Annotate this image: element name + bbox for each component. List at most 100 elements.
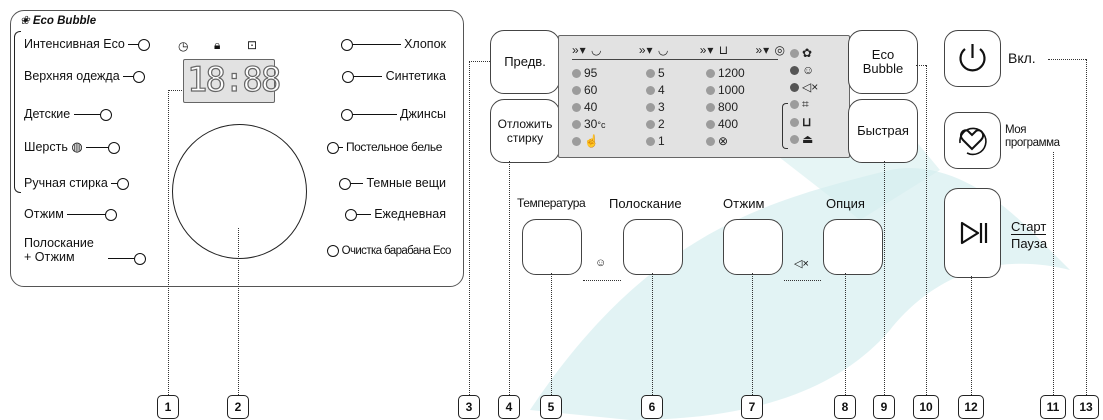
program-bedding[interactable]: Постельное белье bbox=[327, 140, 442, 154]
program-daily[interactable]: Ежедневная bbox=[344, 207, 446, 221]
program-synthetics[interactable]: Синтетика bbox=[342, 69, 446, 83]
program-kids[interactable]: Детские bbox=[24, 107, 112, 121]
callout-2: 2 bbox=[227, 395, 249, 419]
display-digits: 18:88 bbox=[186, 60, 282, 100]
program-dial[interactable] bbox=[172, 124, 307, 259]
temp-60: 60 bbox=[572, 84, 597, 97]
program-hand-wash[interactable]: Ручная стирка bbox=[24, 176, 130, 190]
time-display bbox=[183, 59, 275, 103]
callout-line-5 bbox=[551, 273, 552, 395]
lock-icon: 🔒︎ bbox=[214, 38, 221, 52]
callout-3: 3 bbox=[458, 395, 480, 419]
program-indicator bbox=[134, 252, 146, 265]
callout-line-10 bbox=[926, 65, 927, 395]
iron-option: ⏏ bbox=[790, 133, 813, 146]
callout-line-12 bbox=[971, 276, 972, 395]
my-program-label-line1: Моя bbox=[1005, 124, 1027, 136]
rinse-button[interactable] bbox=[623, 219, 683, 275]
program-label: Джинсы bbox=[400, 107, 446, 121]
prewash-button[interactable]: Предв. bbox=[490, 30, 560, 94]
callout-4: 4 bbox=[498, 395, 520, 419]
program-outerwear[interactable]: Верхняя одежда bbox=[24, 69, 146, 83]
program-label-line2: + Отжим bbox=[24, 250, 75, 264]
spin-800: 800 bbox=[706, 101, 738, 114]
power-callout-line bbox=[1048, 59, 1086, 60]
callout-line-6 bbox=[652, 273, 653, 395]
program-jeans[interactable]: Джинсы bbox=[340, 107, 446, 121]
power-button[interactable] bbox=[944, 30, 1001, 87]
option-button[interactable] bbox=[823, 219, 883, 275]
spin-button[interactable] bbox=[723, 219, 783, 275]
program-wool[interactable]: Шерсть ◍ bbox=[24, 139, 121, 154]
program-label: Синтетика bbox=[385, 69, 446, 83]
callout-5: 5 bbox=[540, 395, 562, 419]
my-program-label: Моя программа bbox=[1005, 124, 1060, 150]
rinse-4: 4 bbox=[646, 84, 665, 97]
program-spin[interactable]: Отжим bbox=[24, 207, 118, 221]
program-indicator bbox=[105, 208, 118, 221]
temperature-button[interactable] bbox=[522, 219, 582, 275]
drum-icon: ⊡ bbox=[247, 38, 258, 52]
wash-icon: »▾ ◡ bbox=[572, 43, 603, 57]
power-icon bbox=[959, 44, 986, 72]
no-spin-icon: ⊗ bbox=[718, 134, 729, 148]
callout-line-2 bbox=[238, 228, 239, 395]
pause-label: Пауза bbox=[1011, 236, 1048, 251]
callout-line-3-h bbox=[469, 61, 490, 62]
callout-11: 11 bbox=[1040, 395, 1066, 419]
spin-label: Отжим bbox=[723, 196, 765, 211]
eco-bracket bbox=[14, 31, 21, 193]
callout-1: 1 bbox=[157, 395, 179, 419]
child-lock-icon: ☺ bbox=[595, 257, 607, 269]
bubble-option-icon: ✿ bbox=[802, 46, 813, 60]
program-label: Ручная стирка bbox=[24, 176, 108, 190]
program-indicator bbox=[340, 108, 353, 121]
callout-line-13 bbox=[1086, 59, 1087, 395]
quick-button[interactable]: Быстрая bbox=[848, 99, 918, 163]
callout-line-10-h bbox=[916, 65, 926, 66]
callout-line-3 bbox=[469, 61, 470, 395]
temp-95: 95 bbox=[572, 67, 597, 80]
my-program-button[interactable] bbox=[944, 112, 1001, 169]
brand-text: Eco Bubble bbox=[32, 15, 97, 27]
child-icon: ☺ bbox=[802, 63, 815, 77]
program-cotton[interactable]: Хлопок bbox=[340, 37, 446, 51]
quick-label: Быстрая bbox=[857, 123, 909, 138]
child-lock-link bbox=[583, 280, 621, 281]
spin-400: 400 bbox=[706, 118, 738, 131]
delay-start-button[interactable]: Отложить стирку bbox=[490, 99, 560, 163]
program-label: Постельное белье bbox=[345, 140, 442, 154]
callout-line-7 bbox=[752, 273, 753, 395]
program-drum-clean[interactable]: Очистка барабана Eco bbox=[327, 244, 451, 258]
spin-1200: 1200 bbox=[706, 67, 745, 80]
eco-bubble-button[interactable]: Eco Bubble bbox=[848, 30, 918, 94]
delay-label-line2: стирку bbox=[506, 131, 544, 145]
shirt-option: ⌗ bbox=[790, 98, 809, 111]
callout-10: 10 bbox=[913, 395, 939, 419]
program-rinse-spin[interactable]: Полоскание + Отжим bbox=[24, 236, 94, 264]
callout-12: 12 bbox=[958, 395, 984, 419]
spin-icon: »▾ ⊔ bbox=[699, 43, 730, 57]
program-indicator bbox=[342, 70, 355, 83]
heart-icon bbox=[959, 127, 987, 156]
callout-6: 6 bbox=[641, 395, 663, 419]
program-indicator bbox=[344, 208, 357, 221]
program-indicator bbox=[340, 38, 353, 51]
start-pause-button[interactable] bbox=[944, 188, 1001, 278]
iron-icon: ⏏ bbox=[802, 132, 814, 146]
callout-line-1 bbox=[168, 90, 169, 395]
program-label: Ежедневная bbox=[374, 207, 446, 221]
program-intensive-eco[interactable]: Интенсивная Eco bbox=[24, 37, 151, 51]
wool-icon: ◍ bbox=[71, 139, 83, 154]
rinse-icon: »▾ ◡ bbox=[638, 43, 670, 57]
eco-bubble-label-line2: Bubble bbox=[862, 61, 904, 76]
rinse-2: 2 bbox=[646, 118, 665, 131]
shirt-icon: ⌗ bbox=[802, 97, 809, 111]
rinse-label: Полоскание bbox=[609, 196, 682, 211]
bubble-option: ✿ bbox=[790, 47, 812, 60]
program-dark-clothes[interactable]: Темные вещи bbox=[339, 176, 446, 190]
options-display bbox=[558, 35, 850, 158]
option-bracket bbox=[782, 103, 788, 149]
power-label: Вкл. bbox=[1008, 50, 1036, 66]
program-label: Хлопок bbox=[404, 37, 446, 51]
